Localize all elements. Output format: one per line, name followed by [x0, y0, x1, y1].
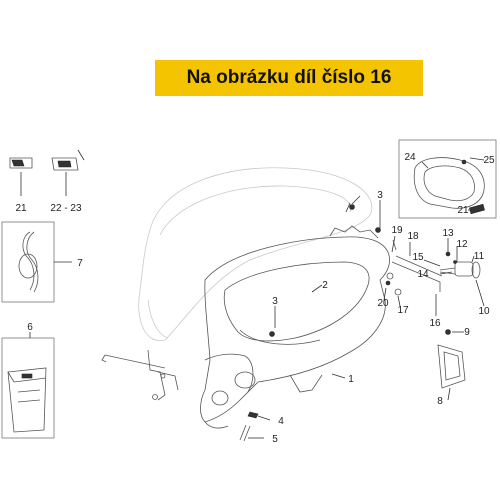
callout-8: 8 [437, 396, 443, 407]
bag-part-6 [1, 337, 55, 439]
callout-19: 19 [391, 225, 403, 236]
callout-4: 4 [278, 416, 284, 427]
callout-5: 5 [272, 434, 278, 445]
callout-13: 13 [442, 228, 454, 239]
callout-2: 2 [322, 280, 328, 291]
callout-21: 21 [15, 203, 27, 214]
callout-1: 1 [348, 374, 354, 385]
callout-21-lid: 21 [457, 205, 469, 216]
callout-22-23: 22 - 23 [50, 203, 82, 214]
callout-25: 25 [483, 155, 495, 166]
callout-11: 11 [474, 251, 485, 262]
strap-part-7 [1, 221, 55, 303]
callout-24: 24 [404, 152, 416, 163]
helmet-compartment [200, 225, 390, 429]
bracket-part-8 [437, 329, 466, 389]
callout-6: 6 [27, 322, 33, 333]
clip-part-21 [9, 157, 33, 169]
callout-3-inner: 3 [272, 296, 278, 307]
callout-7: 7 [77, 258, 83, 269]
clip-part-22-23 [51, 149, 85, 171]
lock-assembly [385, 239, 481, 296]
frame-bracket [101, 349, 179, 401]
callout-14: 14 [417, 269, 429, 280]
lid-part-24-25 [398, 139, 497, 219]
callout-17: 17 [397, 305, 409, 316]
callout-18: 18 [407, 231, 419, 242]
callout-10: 10 [478, 306, 490, 317]
callout-16: 16 [429, 318, 441, 329]
leader-lines [20, 157, 485, 439]
banner-text: Na obrázku díl číslo 16 [186, 67, 392, 88]
callout-3-top: 3 [377, 190, 383, 201]
callout-12: 12 [456, 239, 468, 250]
callout-9: 9 [464, 327, 470, 338]
callout-15: 15 [412, 252, 424, 263]
callout-labels: 21 22 - 23 7 6 24 25 21 3 3 2 1 19 18 13… [15, 152, 495, 445]
callout-20: 20 [377, 298, 389, 309]
part-number-banner: Na obrázku díl číslo 16 [155, 60, 423, 96]
seat-outline [138, 167, 373, 341]
bolts-part-4-5 [239, 202, 355, 442]
